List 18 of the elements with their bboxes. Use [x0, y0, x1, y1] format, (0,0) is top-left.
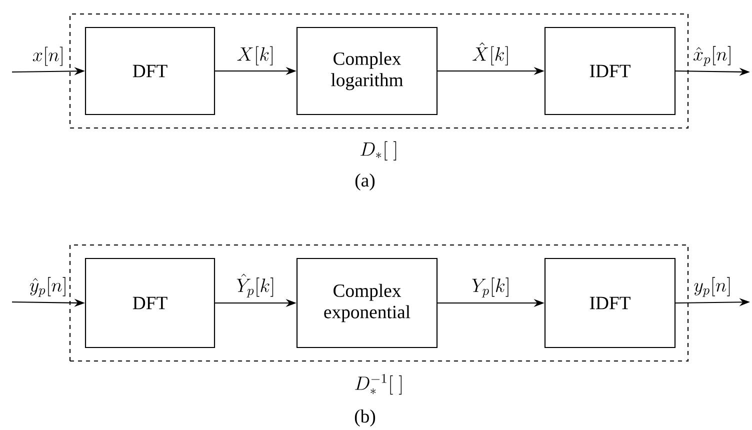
process-box: IDFT: [544, 26, 676, 116]
edge-label: $x[n]$: [32, 46, 62, 66]
process-box: DFT: [84, 258, 216, 348]
process-box: Complex exponential: [296, 258, 438, 348]
panel-label: (a): [355, 174, 375, 190]
edge-label: $\hat{X}[k]$: [472, 42, 508, 66]
panel-label: (b): [354, 410, 376, 426]
edge-label: $y_p[n]$: [694, 277, 730, 297]
edge-label: $\hat{Y}_p[k]$: [236, 274, 274, 298]
edge-label: $Y_p[k]$: [472, 278, 508, 298]
process-box: DFT: [84, 26, 216, 116]
process-box: IDFT: [544, 258, 676, 348]
frame-heading: $D_*[\;]$: [360, 141, 396, 160]
frame-heading: $D_*^{-1}[\;]$: [355, 374, 402, 395]
edge-label: $X[k]$: [237, 46, 272, 66]
edge-label: $\hat{y}_p[n]$: [30, 277, 66, 297]
edge-label: $\hat{x}_p[n]$: [693, 46, 730, 66]
process-box: Complex logarithm: [296, 26, 438, 116]
